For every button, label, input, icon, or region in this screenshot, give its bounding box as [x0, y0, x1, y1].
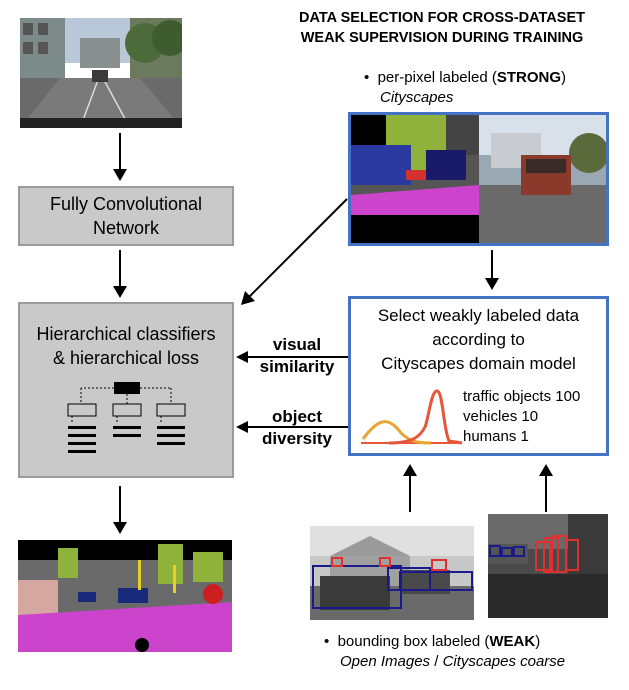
selection-line-3: Cityscapes domain model — [381, 354, 576, 373]
cityscapes-coarse-bbox-photo — [488, 514, 608, 618]
input-street-photo — [20, 18, 182, 128]
fully-convolutional-network-box: Fully Convolutional Network — [18, 186, 234, 246]
weak-bullet: • bounding box labeled (WEAK) Open Image… — [324, 632, 624, 672]
object-diversity-line-1: object — [271, 407, 323, 426]
visual-similarity-label: visual similarity — [254, 334, 340, 378]
strong-dataset-name: Cityscapes — [380, 89, 454, 106]
object-diversity-label: object diversity — [254, 406, 340, 450]
weak-bullet-bold: WEAK — [489, 633, 536, 650]
title-line-1: DATA SELECTION FOR CROSS-DATASET — [299, 10, 585, 26]
hierarchy-tree-icon — [67, 382, 186, 453]
hierarchical-classifiers-box: Hierarchical classifiers & hierarchical … — [18, 302, 234, 478]
arrow-object-diversity — [236, 421, 348, 433]
classifiers-line-2: & hierarchical loss — [52, 348, 200, 368]
weak-dataset-separator: / — [434, 653, 439, 670]
arrow-classifiers-to-output — [113, 486, 127, 534]
fcn-line-2: Network — [92, 218, 159, 238]
strong-bullet: • per-pixel labeled (STRONG) Cityscapes — [364, 68, 624, 108]
strong-label-image-pair — [348, 112, 609, 246]
selection-legend: traffic objects 100 vehicles 10 humans 1 — [463, 387, 580, 447]
visual-similarity-line-1: visual — [272, 335, 322, 354]
domain-model-curves — [361, 389, 463, 445]
data-selection-box: Select weakly labeled data according to … — [348, 296, 609, 456]
arrow-photo-to-fcn — [113, 133, 127, 181]
legend-traffic-objects: traffic objects 100 — [463, 388, 581, 405]
arrow-visual-similarity — [236, 351, 348, 363]
output-segmentation-map — [18, 540, 232, 652]
arrow-strong-to-classifiers — [241, 198, 348, 305]
arrow-strong-to-selection — [485, 250, 499, 290]
arrow-cityscapes-coarse-to-selection — [539, 464, 553, 512]
arrow-fcn-to-classifiers — [113, 250, 127, 298]
weak-bullet-suffix: ) — [535, 633, 541, 650]
fcn-line-1: Fully Convolutional — [49, 194, 203, 214]
diagram-title: DATA SELECTION FOR CROSS-DATASET WEAK SU… — [262, 8, 622, 48]
title-line-2: WEAK SUPERVISION DURING TRAINING — [300, 30, 584, 46]
legend-humans: humans 1 — [463, 428, 529, 445]
selection-line-2: according to — [432, 330, 525, 349]
weak-dataset-1: Open Images — [340, 653, 431, 670]
open-images-bbox-photo — [310, 526, 474, 620]
classifiers-line-1: Hierarchical classifiers — [36, 324, 216, 344]
object-diversity-line-2: diversity — [262, 429, 332, 448]
strong-bullet-prefix: per-pixel labeled ( — [377, 69, 497, 86]
strong-bullet-suffix: ) — [561, 69, 566, 86]
arrow-open-images-to-selection — [403, 464, 417, 512]
bullet-dot: • — [364, 69, 378, 86]
strong-bullet-bold: STRONG — [496, 69, 561, 86]
bullet-dot: • — [324, 633, 338, 650]
weak-bullet-prefix: bounding box labeled ( — [337, 633, 490, 650]
selection-line-1: Select weakly labeled data — [377, 306, 580, 325]
weak-dataset-2: Cityscapes coarse — [442, 653, 566, 670]
visual-similarity-line-2: similarity — [259, 357, 335, 376]
legend-vehicles: vehicles 10 — [463, 408, 539, 425]
